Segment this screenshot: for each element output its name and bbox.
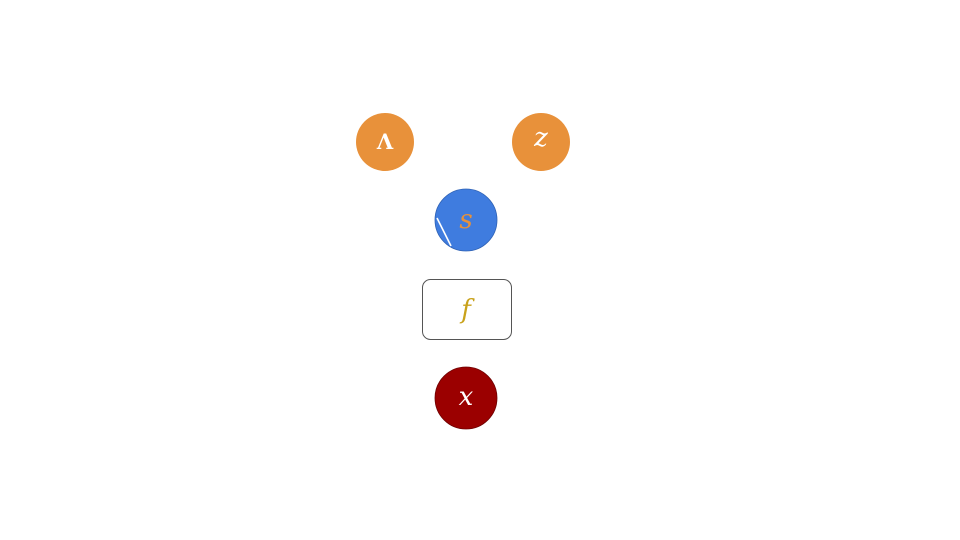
node-x: x xyxy=(434,366,498,430)
node-lambda-circle xyxy=(356,113,414,171)
node-f: f xyxy=(422,279,512,340)
node-s-circle xyxy=(434,188,498,252)
node-z-label: z xyxy=(533,123,548,153)
node-s-label: s xyxy=(459,205,472,235)
edge-lambda-to-s-overlay xyxy=(436,217,452,247)
node-z: z xyxy=(512,113,570,171)
node-x-circle xyxy=(434,366,498,430)
node-z-circle xyxy=(512,113,570,171)
node-lambda-label: Λ xyxy=(376,129,394,154)
node-s: s xyxy=(434,188,498,252)
node-x-label: x xyxy=(459,382,474,412)
node-lambda: Λ xyxy=(356,113,414,171)
node-f-box xyxy=(422,279,512,340)
